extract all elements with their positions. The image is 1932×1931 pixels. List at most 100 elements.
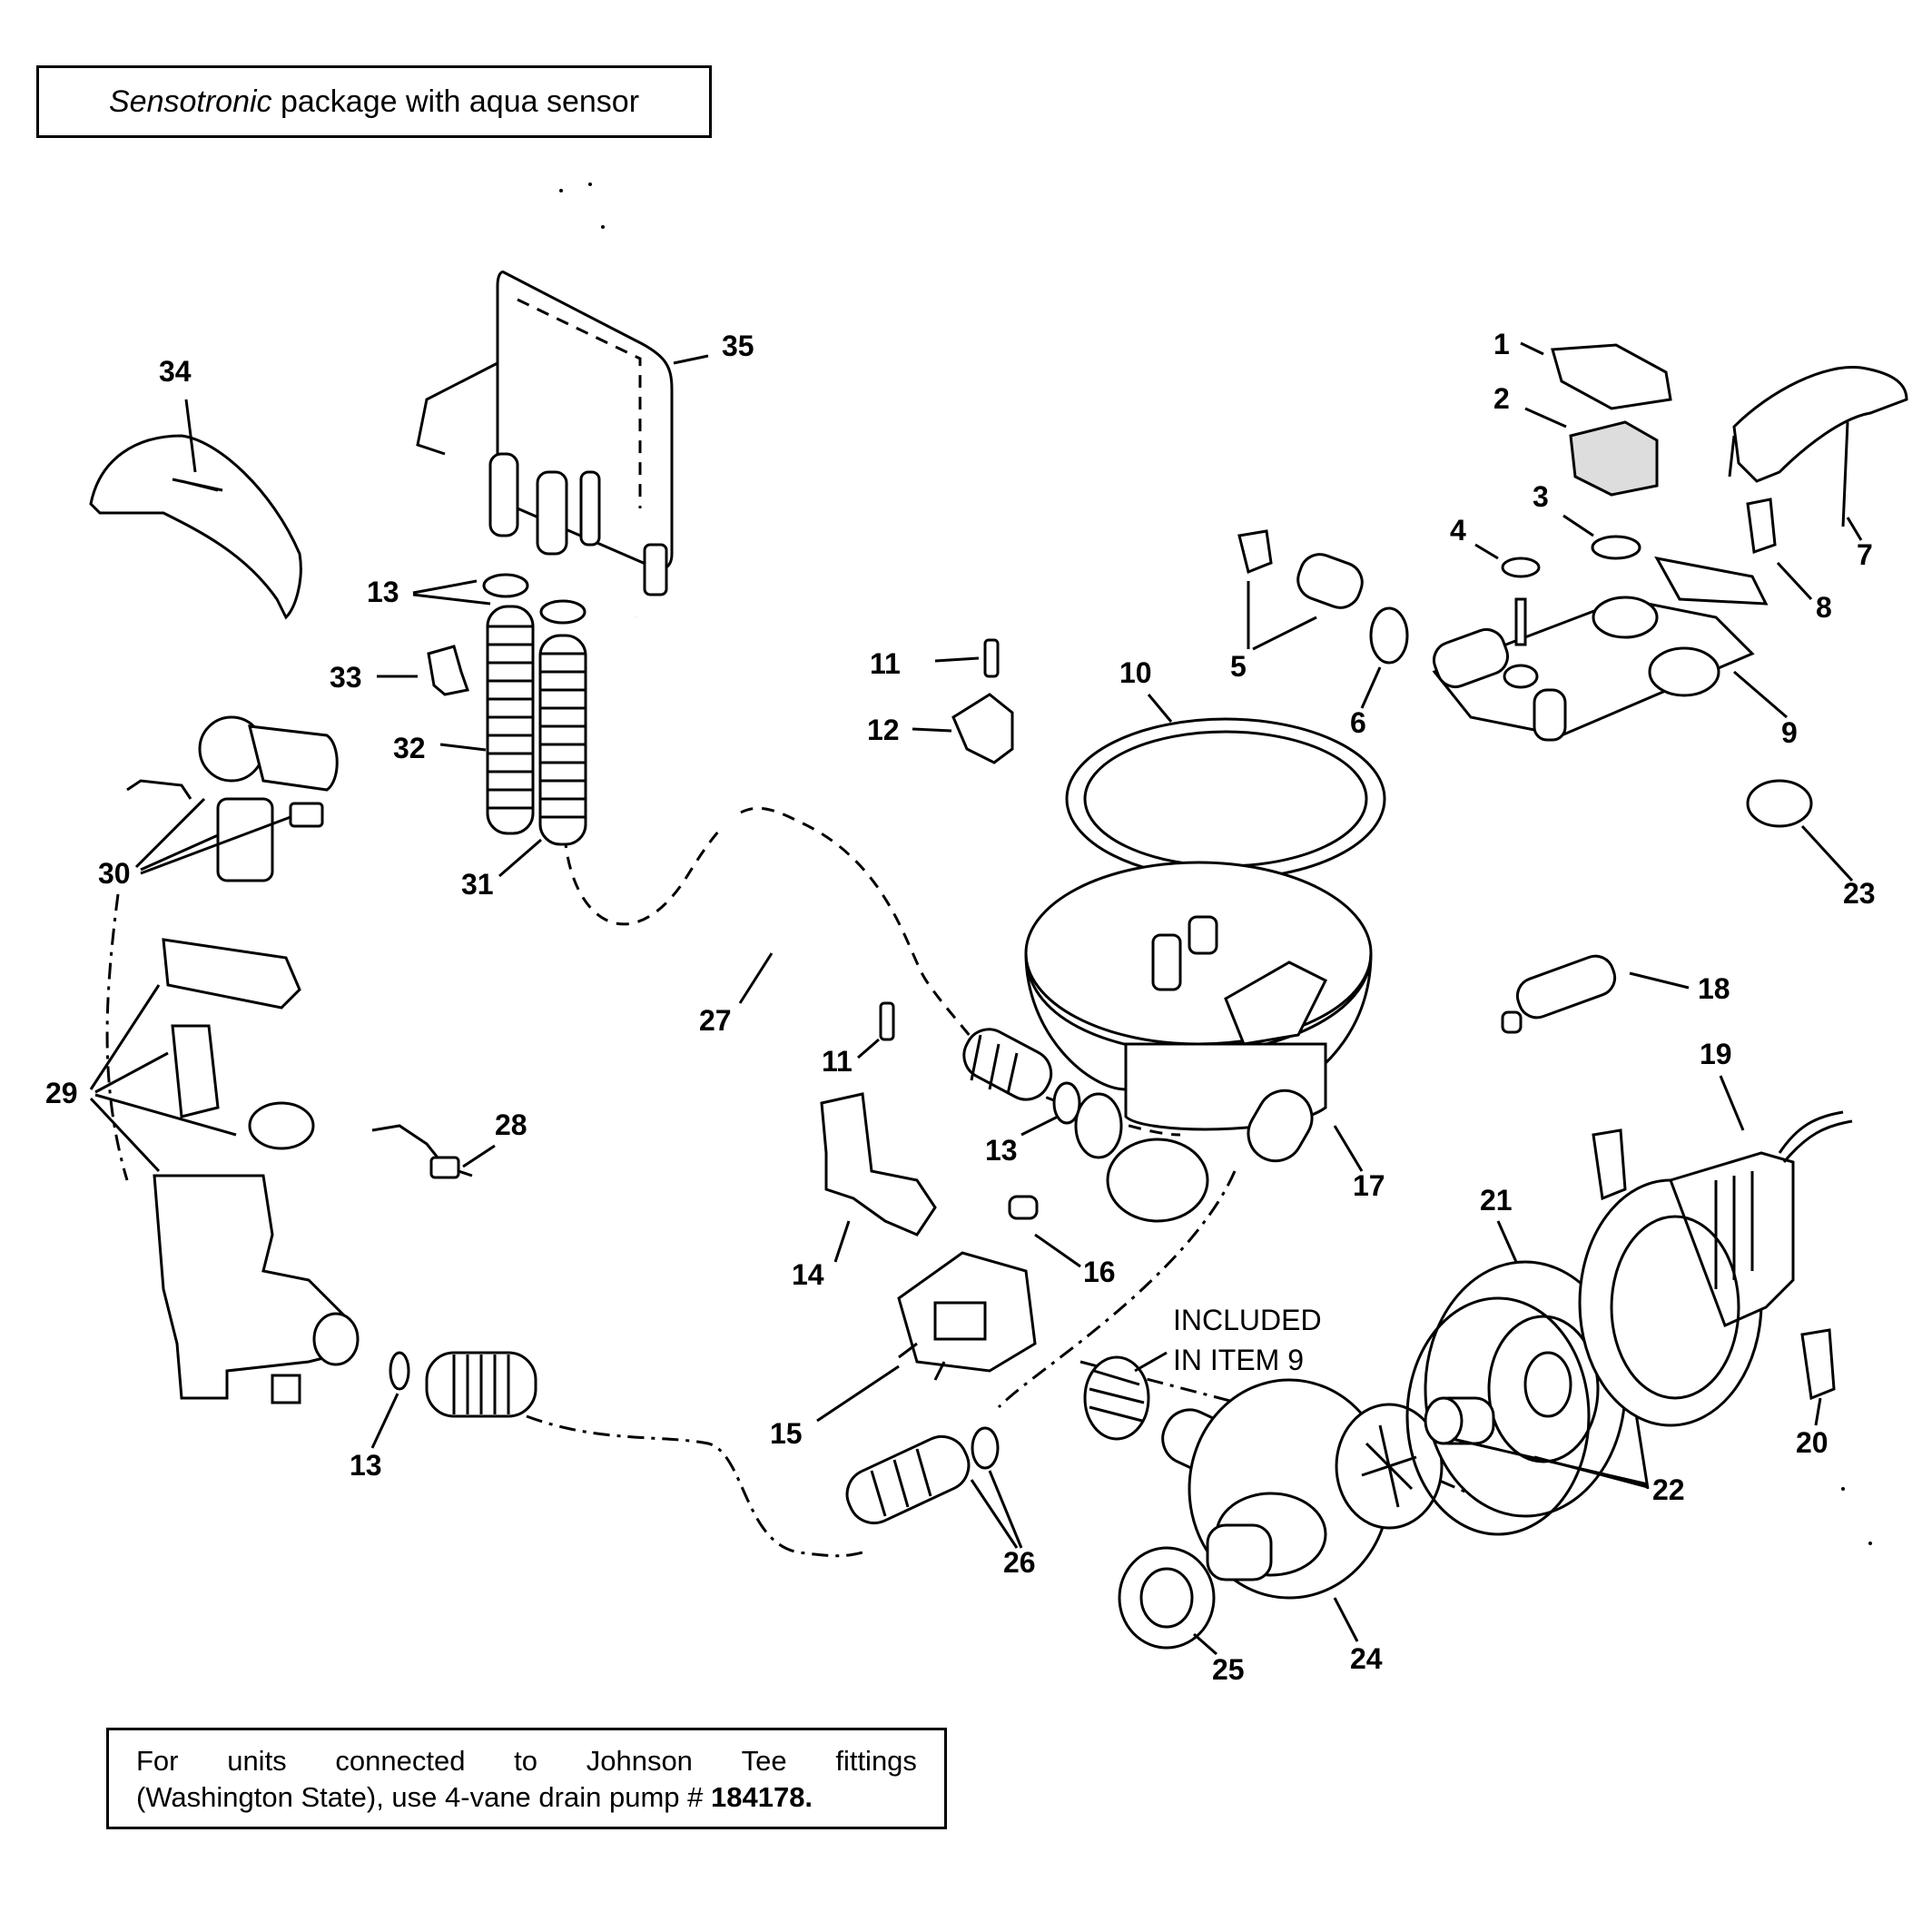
part-7-legs (1728, 421, 1849, 527)
part-12-bracket (951, 693, 1014, 764)
leader-13-top-b (412, 593, 491, 606)
note-word: Tee (741, 1745, 787, 1777)
callout-16: 16 (1083, 1256, 1116, 1288)
part-17-sump (1024, 861, 1373, 1163)
left-assembly-dashdot (105, 893, 129, 1181)
part-20-clip (1800, 1328, 1836, 1401)
leader-13-middle (1020, 1115, 1059, 1137)
part-13-ring-lower (389, 1351, 410, 1391)
callout-21: 21 (1480, 1184, 1513, 1217)
leader-26-b (988, 1470, 1023, 1549)
part-32-bellows (482, 573, 535, 835)
callout-5: 5 (1230, 650, 1247, 683)
part-middle-bellows (962, 1028, 1053, 1101)
leader-30-b (140, 833, 219, 872)
callout-2: 2 (1493, 382, 1510, 415)
callout-3: 3 (1533, 480, 1549, 513)
callout-4: 4 (1450, 514, 1466, 547)
leader-32 (439, 743, 487, 752)
speck (1868, 1542, 1872, 1545)
part-11-screw-top (983, 638, 1000, 678)
leader-11-lower (857, 1038, 880, 1059)
leader-20 (1814, 1397, 1822, 1426)
footnote-line-1: For units connected to Johnson Tee fitti… (136, 1743, 917, 1779)
part-25-seal (1118, 1546, 1216, 1650)
part-1-cap (1551, 343, 1672, 410)
part-clamp-sump (1106, 1138, 1209, 1223)
part-6-ring (1369, 606, 1409, 665)
part-34-cover (89, 399, 302, 620)
part-29-valve-parts (153, 938, 360, 1404)
callout-35: 35 (722, 330, 754, 362)
leader-10 (1147, 694, 1173, 723)
footnote-line-2: (Washington State), use 4-vane drain pum… (136, 1779, 917, 1816)
part-31-bellows (538, 599, 587, 846)
leader-12 (912, 727, 952, 733)
callout-28: 28 (495, 1108, 527, 1141)
leader-13-top-a (412, 579, 478, 595)
callout-18: 18 (1698, 972, 1730, 1005)
speck (588, 182, 592, 186)
callout-30: 30 (98, 857, 131, 890)
part-4-ring (1501, 557, 1541, 578)
part-9-air-break-frame (1432, 556, 1769, 742)
leader-16 (1034, 1233, 1081, 1268)
callout-9: 9 (1781, 716, 1798, 749)
callout-31: 31 (461, 868, 494, 901)
included-note: INCLUDED IN ITEM 9 (1173, 1300, 1322, 1380)
part-7-cover (1732, 365, 1908, 483)
part-21-heater-housing (1424, 1260, 1627, 1518)
part-26-ring (971, 1426, 1000, 1470)
leader-17 (1333, 1125, 1364, 1172)
part-impeller (1335, 1403, 1444, 1530)
leader-included (1134, 1351, 1168, 1373)
callout-22: 22 (1652, 1473, 1685, 1506)
part-18-sensor (1501, 954, 1617, 1034)
part-motor-bracket-top (1592, 1128, 1627, 1201)
callout-33: 33 (330, 661, 362, 694)
speck (559, 189, 563, 192)
callout-7: 7 (1857, 538, 1873, 571)
title-rest: package with aqua sensor (271, 84, 640, 119)
speck (1841, 1487, 1845, 1491)
note-word: fittings (835, 1745, 917, 1777)
drain-path-dashdot (526, 1414, 863, 1558)
callout-23: 23 (1843, 877, 1876, 910)
leader-31 (498, 838, 542, 878)
part-11-screw-lower (879, 1001, 895, 1041)
leader-30-a (134, 797, 206, 869)
leader-27 (738, 952, 774, 1004)
leader-9 (1733, 670, 1788, 719)
callout-34: 34 (159, 355, 192, 388)
part-14-bracket (820, 1092, 937, 1236)
part-26-hose-bellows (845, 1434, 971, 1525)
leader-28 (462, 1144, 496, 1168)
part-23-clamp (1746, 779, 1813, 828)
callout-13-top: 13 (367, 576, 399, 608)
note-word: connected (335, 1745, 466, 1777)
part-22-seal-stub (1424, 1396, 1495, 1445)
leader-24 (1333, 1597, 1359, 1642)
leader-21 (1496, 1220, 1518, 1263)
leader-14 (833, 1220, 851, 1263)
included-line-2: IN ITEM 9 (1173, 1344, 1305, 1376)
leader-23 (1800, 824, 1854, 882)
callout-13-middle: 13 (985, 1134, 1018, 1167)
callout-10: 10 (1119, 656, 1152, 689)
callout-13-lower: 13 (350, 1449, 382, 1482)
leader-13-lower (370, 1393, 399, 1449)
callout-6: 6 (1350, 706, 1366, 739)
footnote-box: For units connected to Johnson Tee fitti… (106, 1728, 947, 1829)
leader-4 (1474, 543, 1499, 560)
part-16-clip (1008, 1195, 1039, 1220)
note-line2-text: (Washington State), use 4-vane drain pum… (136, 1781, 711, 1813)
part-13-ring-middle (1052, 1081, 1081, 1125)
note-word: units (227, 1745, 287, 1777)
leader-7 (1846, 517, 1863, 541)
callout-14: 14 (792, 1258, 824, 1291)
part-2-switch (1569, 420, 1659, 497)
part-8-clip (1746, 498, 1777, 555)
part-10-seal-ring (1065, 717, 1386, 881)
part-30-sensor-assembly (126, 715, 339, 882)
leader-11-top (934, 656, 980, 663)
